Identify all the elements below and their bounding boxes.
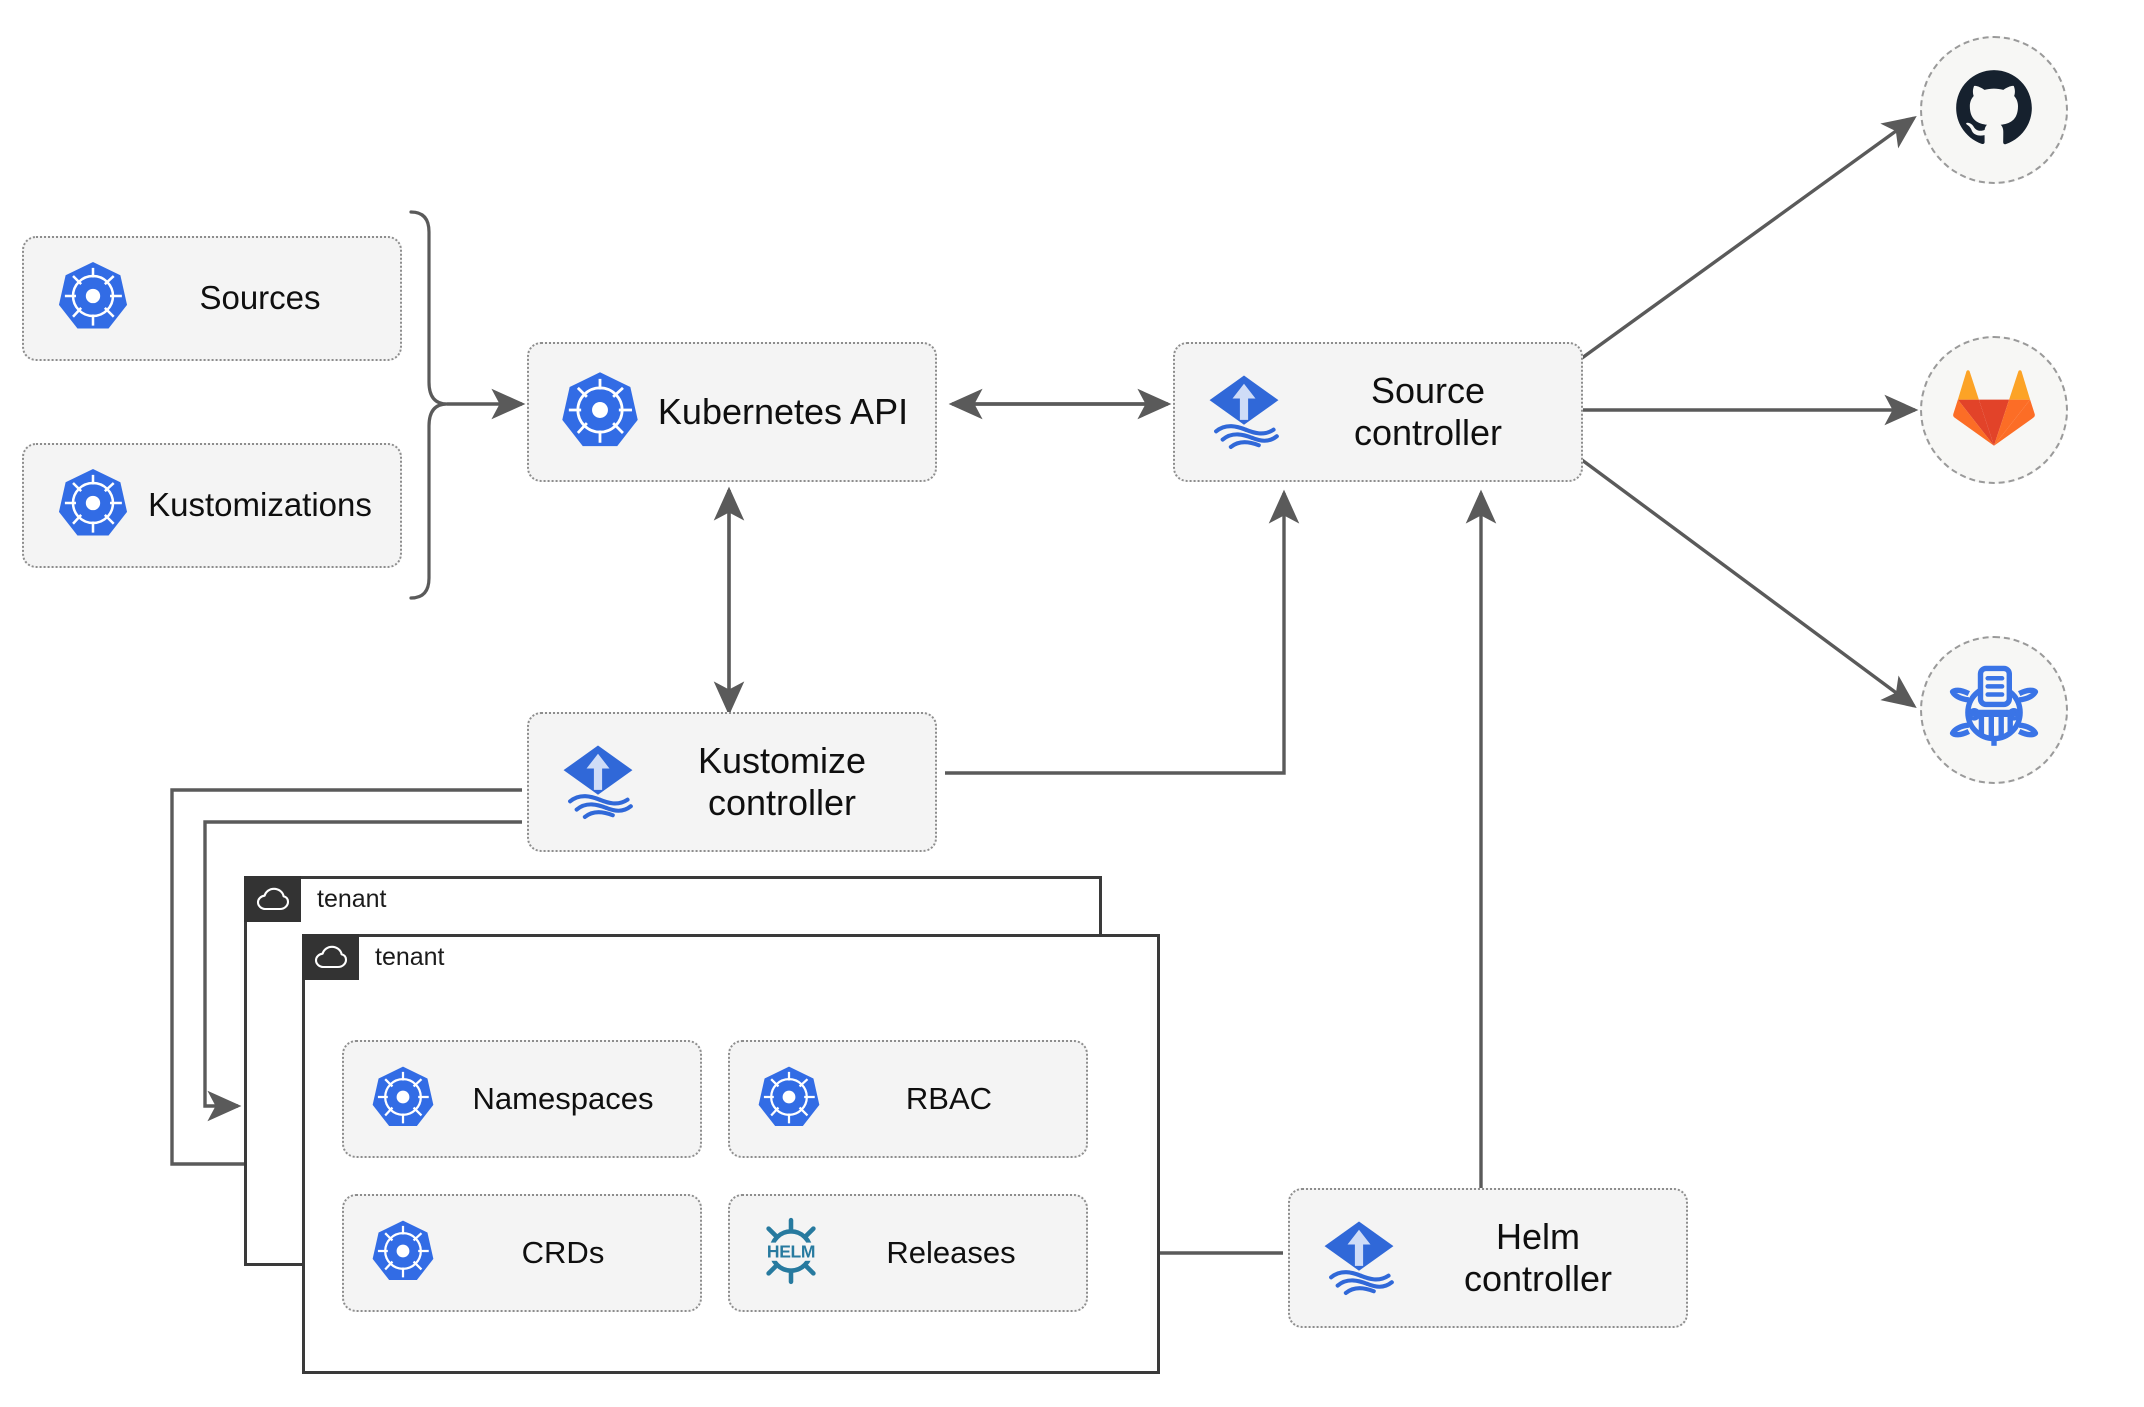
kubernetes-icon (56, 466, 130, 545)
github-icon (1951, 65, 2037, 156)
flux-icon (557, 739, 639, 826)
gitlab-icon (1952, 368, 2036, 453)
node-kustomizations-label: Kustomizations (148, 486, 372, 524)
node-kubernetes-api[interactable]: Kubernetes API (527, 342, 937, 482)
provider-github[interactable] (1920, 36, 2068, 184)
kubernetes-icon (56, 259, 130, 338)
flux-icon (1318, 1215, 1400, 1302)
tenant-back-titlebar: tenant (244, 876, 387, 922)
kubernetes-icon (370, 1064, 436, 1135)
node-helm-controller[interactable]: Helm controller (1288, 1188, 1688, 1328)
flux-icon (1203, 369, 1285, 456)
wire-source-to-helmrepo (1580, 458, 1917, 709)
kubernetes-icon (370, 1218, 436, 1289)
node-releases-label: Releases (886, 1234, 1016, 1270)
node-rbac[interactable]: RBAC (728, 1040, 1088, 1158)
wire-resources-brace (409, 210, 448, 600)
node-kustomizations[interactable]: Kustomizations (22, 443, 402, 568)
wire-kustomize-to-source (945, 489, 1300, 775)
provider-gitlab[interactable] (1920, 336, 2068, 484)
node-kustomize-controller[interactable]: Kustomize controller (527, 712, 937, 852)
svg-text:HELM: HELM (767, 1241, 815, 1261)
node-kubernetes-api-label: Kubernetes API (657, 390, 909, 432)
helm-repository-icon (1949, 663, 2039, 758)
kubernetes-icon (756, 1064, 822, 1135)
provider-helm-repository[interactable] (1920, 636, 2068, 784)
node-releases[interactable]: HELM Releases (728, 1194, 1088, 1312)
node-crds-label: CRDs (521, 1234, 605, 1270)
cloud-icon (302, 934, 359, 980)
helm-icon: HELM (756, 1216, 826, 1291)
node-kustomize-controller-label: Kustomize controller (697, 739, 867, 823)
cloud-icon (244, 876, 301, 922)
node-source-controller[interactable]: Source controller (1173, 342, 1583, 482)
node-source-controller-label: Source controller (1353, 369, 1503, 453)
wire-source-to-github (1581, 116, 1917, 360)
tenant-front-label: tenant (375, 942, 445, 971)
node-rbac-label: RBAC (905, 1080, 993, 1116)
node-namespaces[interactable]: Namespaces (342, 1040, 702, 1158)
kubernetes-icon (559, 369, 641, 456)
node-namespaces-label: Namespaces (472, 1080, 654, 1116)
node-sources[interactable]: Sources (22, 236, 402, 361)
tenant-back-label: tenant (317, 884, 387, 913)
node-sources-label: Sources (199, 279, 321, 317)
tenant-front-titlebar: tenant (302, 934, 445, 980)
node-helm-controller-label: Helm controller (1463, 1215, 1613, 1299)
node-crds[interactable]: CRDs (342, 1194, 702, 1312)
